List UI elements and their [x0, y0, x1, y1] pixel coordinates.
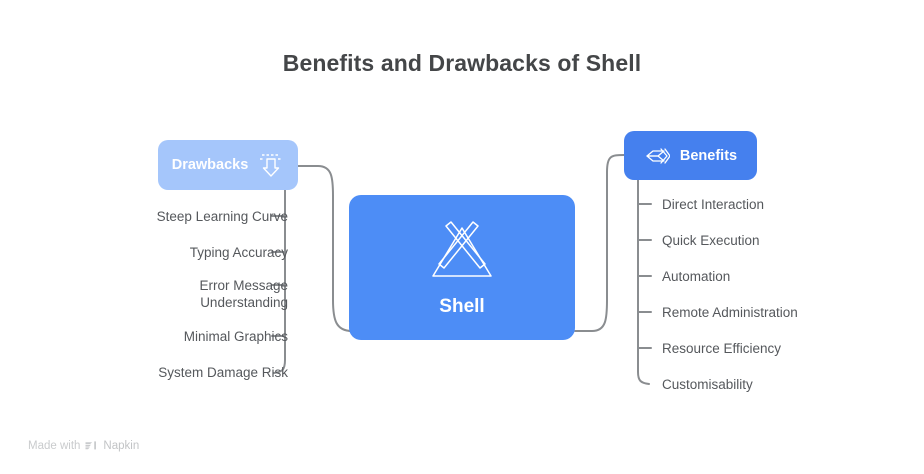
footer-attribution[interactable]: Made with Napkin [28, 439, 139, 452]
leaf-benefits-3: Remote Administration [662, 305, 798, 320]
node-drawbacks-label: Drawbacks [171, 157, 249, 173]
download-arrow-icon [258, 151, 284, 179]
node-shell-label: Shell [439, 295, 485, 317]
footer-prefix: Made with [28, 439, 81, 452]
spine-drawbacks [273, 189, 286, 374]
leaf-drawbacks-2: Error Message Understanding [199, 278, 288, 310]
connector-shell-to-benefits [574, 154, 625, 332]
node-drawbacks[interactable]: Drawbacks [158, 140, 298, 190]
node-benefits[interactable]: Benefits [624, 131, 757, 180]
footer-brand: Napkin [103, 439, 140, 452]
leaf-benefits-5: Customisability [662, 377, 753, 392]
napkin-logo-icon [85, 439, 98, 452]
node-benefits-label: Benefits [679, 147, 738, 164]
leaf-benefits-4: Resource Efficiency [662, 341, 782, 356]
leaf-drawbacks-0: Steep Learning Curve [156, 209, 288, 224]
leaf-drawbacks-1: Typing Accuracy [189, 245, 288, 260]
leaf-drawbacks-4: System Damage Risk [158, 365, 288, 380]
page-title: Benefits and Drawbacks of Shell [282, 50, 642, 76]
connector-drawbacks-to-shell [297, 165, 353, 332]
spine-benefits [637, 179, 650, 385]
node-shell[interactable]: Shell [349, 195, 575, 340]
leaf-drawbacks-3: Minimal Graphics [183, 329, 288, 344]
leaf-benefits-0: Direct Interaction [662, 197, 765, 212]
stacked-chevrons-icon [644, 145, 671, 167]
shell-triangle-icon [424, 218, 500, 284]
leaf-benefits-2: Automation [662, 269, 731, 284]
leaf-benefits-1: Quick Execution [662, 233, 760, 248]
